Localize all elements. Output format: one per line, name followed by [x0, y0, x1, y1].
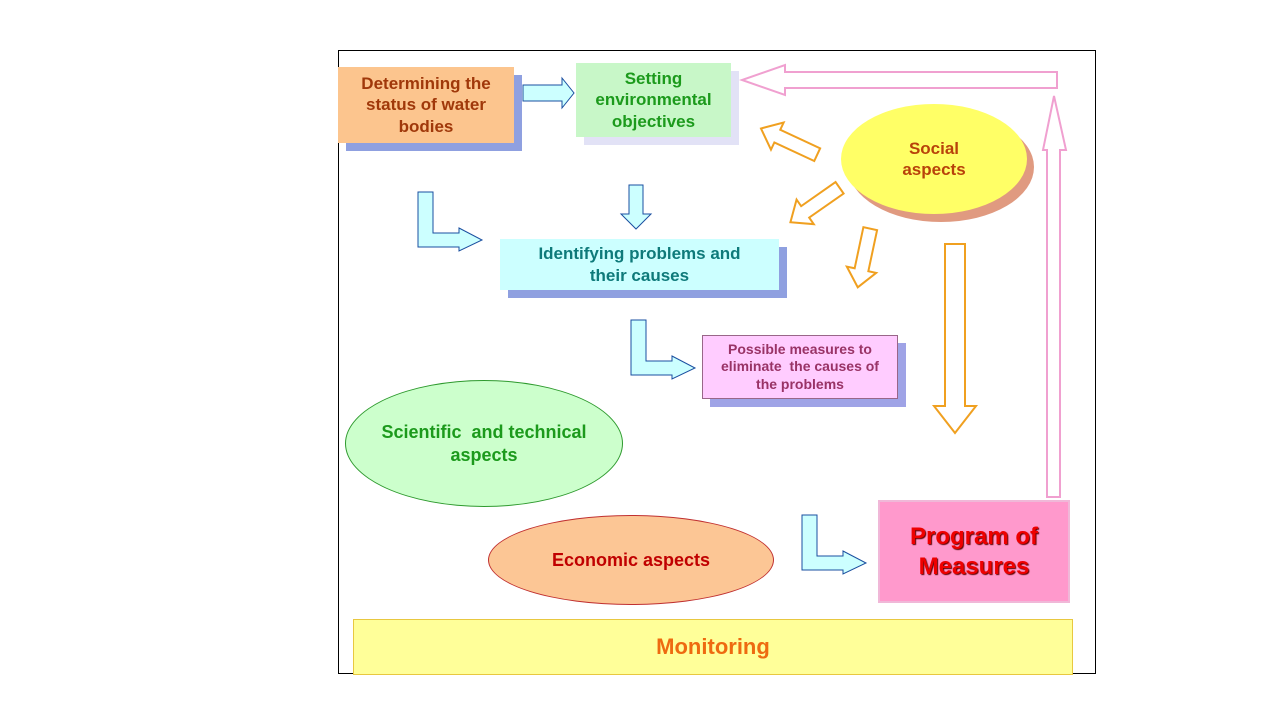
- node-setting-objectives[interactable]: Setting environmental objectives: [576, 63, 731, 137]
- social-aspects-line-2: aspects: [902, 160, 966, 179]
- program-of-measures-line-1: Program of: [909, 522, 1038, 550]
- node-determining-status[interactable]: Determining the status of water bodies: [338, 67, 514, 143]
- arrow-determining-to-setting: [522, 76, 575, 110]
- setting-objectives-line-1: Setting: [624, 69, 683, 89]
- social-aspects-line-1: Social: [908, 138, 960, 158]
- node-possible-measures[interactable]: Possible measures to eliminate the cause…: [702, 335, 898, 399]
- determining-status-line-2: status of water: [366, 95, 486, 115]
- node-scientific-aspects[interactable]: Scientific and technical aspects: [345, 380, 623, 507]
- arrow-social-to-identifying: [789, 180, 845, 226]
- arrow-social-to-setting: [759, 120, 822, 163]
- arrow-social-to-program: [931, 243, 979, 435]
- economic-aspects-line-1: Economic aspects: [551, 549, 711, 570]
- determining-status-line-1: Determining the: [361, 74, 491, 94]
- monitoring-label: Monitoring: [656, 634, 770, 660]
- scientific-aspects-line-1: Scientific and technical: [381, 422, 587, 442]
- node-economic-aspects[interactable]: Economic aspects: [488, 515, 774, 605]
- arrow-identifying-to-measures: [630, 319, 697, 380]
- setting-objectives-line-2: environmental: [595, 90, 712, 110]
- scientific-aspects-line-2: aspects: [450, 444, 518, 465]
- determining-status-line-3: bodies: [398, 116, 454, 136]
- possible-measures-line-1: Possible measures to: [728, 340, 872, 357]
- arrow-feedback-program-to-setting: [1041, 95, 1068, 498]
- setting-objectives-line-3: objectives: [611, 111, 696, 131]
- arrow-determining-to-identifying: [417, 191, 484, 252]
- arrow-economic-to-program: [801, 514, 868, 575]
- identifying-problems-line-2: their causes: [589, 265, 690, 285]
- possible-measures-line-3: the problems: [756, 375, 844, 392]
- arrow-feedback-top: [738, 63, 1058, 97]
- node-program-of-measures[interactable]: Program of Measures: [878, 500, 1070, 603]
- identifying-problems-line-1: Identifying problems and: [538, 244, 741, 264]
- node-monitoring[interactable]: Monitoring: [353, 619, 1073, 675]
- arrow-setting-to-identifying: [619, 184, 653, 230]
- program-of-measures-line-2: Measures: [918, 552, 1030, 580]
- node-social-aspects[interactable]: Social aspects: [841, 104, 1027, 214]
- node-identifying-problems[interactable]: Identifying problems and their causes: [500, 239, 779, 290]
- arrow-social-to-measures: [844, 226, 879, 289]
- possible-measures-line-2: eliminate the causes of: [721, 358, 879, 375]
